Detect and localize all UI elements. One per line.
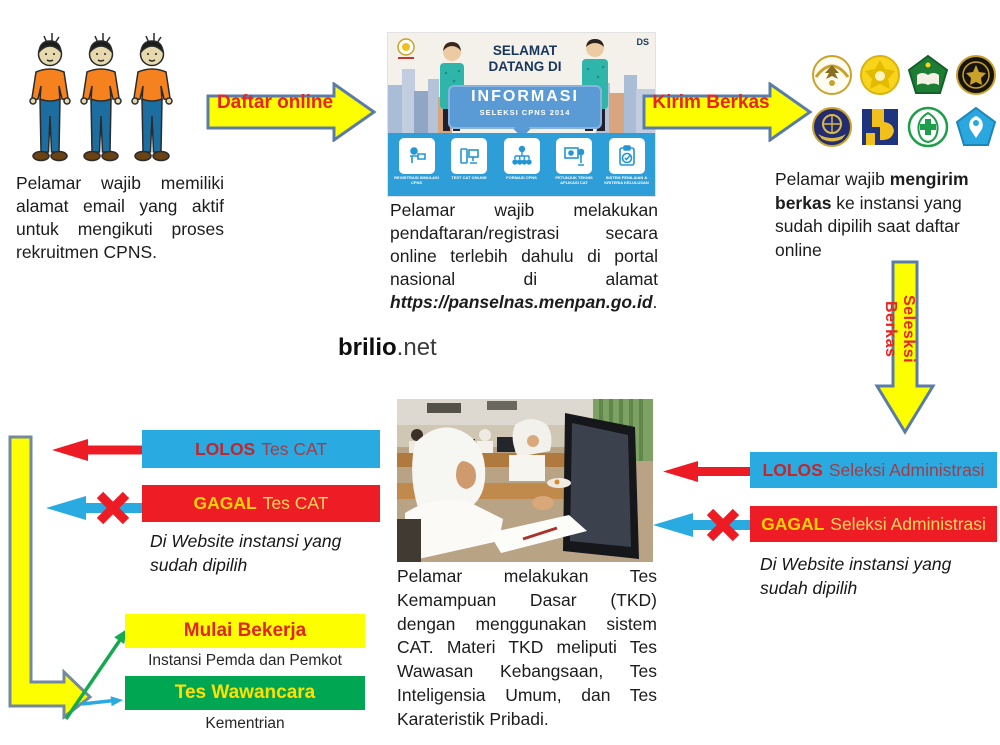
email-requirement-text: Pelamar wajib memiliki alamat email yang… xyxy=(16,173,224,263)
ministry-logos-grid xyxy=(810,53,1000,155)
portal-screenshot: SELAMAT DATANG DI INFORMASI SELEKSI CPNS… xyxy=(388,33,655,196)
seleksi-berkas-arrow xyxy=(874,260,936,435)
computer-test-icon xyxy=(460,148,479,164)
portal-brand-logo: DS xyxy=(636,37,649,47)
applicant-person-icon xyxy=(131,33,173,162)
rejection-x-icon xyxy=(96,492,130,524)
applicant-person-icon xyxy=(80,33,122,162)
brilio-watermark-rest: .net xyxy=(396,334,437,361)
gagal-label: GAGAL xyxy=(193,493,257,513)
registration-icon xyxy=(409,147,426,163)
portal-menu-item: TEST CAT ONLINE xyxy=(445,138,493,181)
education-ministry-emblem-icon xyxy=(955,106,997,146)
korpri-emblem-icon xyxy=(860,55,900,95)
portal-menu-item: SISTEM PENILAIAN & KRITERIA KELULUSAN xyxy=(603,138,651,186)
send-documents-post: ke instansi yang sudah dipilih saat daft… xyxy=(775,192,962,260)
green-arrow-to-mulai xyxy=(64,629,127,720)
yellow-elbow-connector xyxy=(8,435,93,721)
lolos-label: LOLOS xyxy=(762,459,823,480)
gagal-seleksi-administrasi-bar: GAGAL Seleksi Administrasi xyxy=(750,506,997,542)
garuda-national-emblem-icon xyxy=(812,55,852,95)
gagal-rest-label: Seleksi Administrasi xyxy=(830,513,986,534)
gagal-rest-label: Tes CAT xyxy=(262,493,329,513)
portal-menu-band: REGISTRASI SIMULASI CPNS TEST CAT ONLINE… xyxy=(388,133,655,196)
lolos-admin-arrow xyxy=(663,461,751,482)
pemda-caption: Instansi Pemda dan Pemkot xyxy=(148,652,342,669)
daftar-online-arrow xyxy=(206,82,377,142)
rejection-x-icon xyxy=(706,509,740,541)
portal-welcome-text: SELAMAT DATANG DI xyxy=(488,43,562,74)
lolos-rest-label: Seleksi Administrasi xyxy=(828,459,985,480)
tes-wawancara-label: Tes Wawancara xyxy=(174,682,316,703)
lolos-seleksi-administrasi-bar: LOLOS Seleksi Administrasi xyxy=(750,452,997,488)
portal-menu-item: PETUNJUK TEKNIS APLIKASI CAT xyxy=(550,138,598,186)
gagal-label: GAGAL xyxy=(761,513,825,534)
mulai-bekerja-label: Mulai Bekerja xyxy=(183,620,307,641)
portal-banner-title: INFORMASI xyxy=(471,88,579,105)
lolos-rest-label: Tes CAT xyxy=(261,438,328,459)
brilio-watermark-bold: brilio xyxy=(338,334,397,361)
mulai-bekerja-bar: Mulai Bekerja xyxy=(125,614,365,648)
send-documents-pre: Pelamar wajib xyxy=(775,169,890,189)
religious-affairs-emblem-icon xyxy=(907,54,949,94)
cat-result-note: Di Website instansi yang sudah dipilih xyxy=(150,531,342,575)
portal-banner: INFORMASI SELEKSI CPNS 2014 xyxy=(448,85,602,129)
blue-arrow-to-wawancara xyxy=(81,696,123,707)
health-ministry-emblem-icon xyxy=(907,106,949,148)
send-documents-text: Pelamar wajib mengirim berkas ke instans… xyxy=(775,168,993,263)
brilio-watermark: brilio.net xyxy=(338,334,437,362)
daftar-online-label: Daftar online xyxy=(216,92,334,113)
send-documents-bold: mengirim berkas xyxy=(775,169,969,213)
lolos-tes-cat-bar: LOLOS Tes CAT xyxy=(142,430,380,468)
seleksi-berkas-label: Selesksi Berkas xyxy=(882,294,917,364)
lolos-label: LOLOS xyxy=(194,438,256,459)
lolos-cat-arrow xyxy=(52,439,142,461)
kirim-berkas-arrow xyxy=(642,82,813,142)
portal-agency-logo xyxy=(397,38,415,59)
kementrian-caption: Kementrian xyxy=(205,715,285,732)
kirim-berkas-label: Kirim Berkas xyxy=(652,92,770,113)
cat-test-description-text: Pelamar melakukan Tes Kemampuan Dasar (T… xyxy=(397,566,657,729)
gagal-admin-arrow xyxy=(653,509,751,541)
flow-connector-group xyxy=(8,435,127,721)
org-chart-icon xyxy=(511,145,532,165)
transportation-ministry-emblem-icon xyxy=(812,107,852,147)
portal-banner-subtitle: SELEKSI CPNS 2014 xyxy=(479,107,571,117)
admin-result-note: Di Website instansi yang sudah dipilih xyxy=(760,554,952,598)
gagal-tes-cat-bar: GAGAL Tes CAT xyxy=(142,485,380,522)
cat-exam-photo xyxy=(397,399,653,562)
defense-ministry-emblem-icon xyxy=(956,55,996,95)
applicant-person-icon xyxy=(29,33,71,162)
applicants-group xyxy=(22,30,187,172)
public-works-ministry-emblem-icon xyxy=(862,109,898,145)
registration-instruction-text: Pelamar wajib melakukan pendaftaran/regi… xyxy=(390,199,658,314)
gagal-cat-arrow xyxy=(46,492,144,524)
registration-text: Pelamar wajib melakukan pendaftaran/regi… xyxy=(390,200,658,290)
portal-header: SELAMAT DATANG DI INFORMASI SELEKSI CPNS… xyxy=(388,33,655,133)
panselnas-url-text: https://panselnas.menpan.go.id xyxy=(390,292,653,313)
tes-wawancara-bar: Tes Wawancara xyxy=(125,676,365,710)
portal-menu-item: FORMASI CPNS xyxy=(498,138,546,181)
presentation-icon xyxy=(564,147,585,166)
portal-menu-item: REGISTRASI SIMULASI CPNS xyxy=(393,138,441,186)
registration-text-end: . xyxy=(652,292,658,313)
clipboard-check-icon xyxy=(618,145,635,166)
